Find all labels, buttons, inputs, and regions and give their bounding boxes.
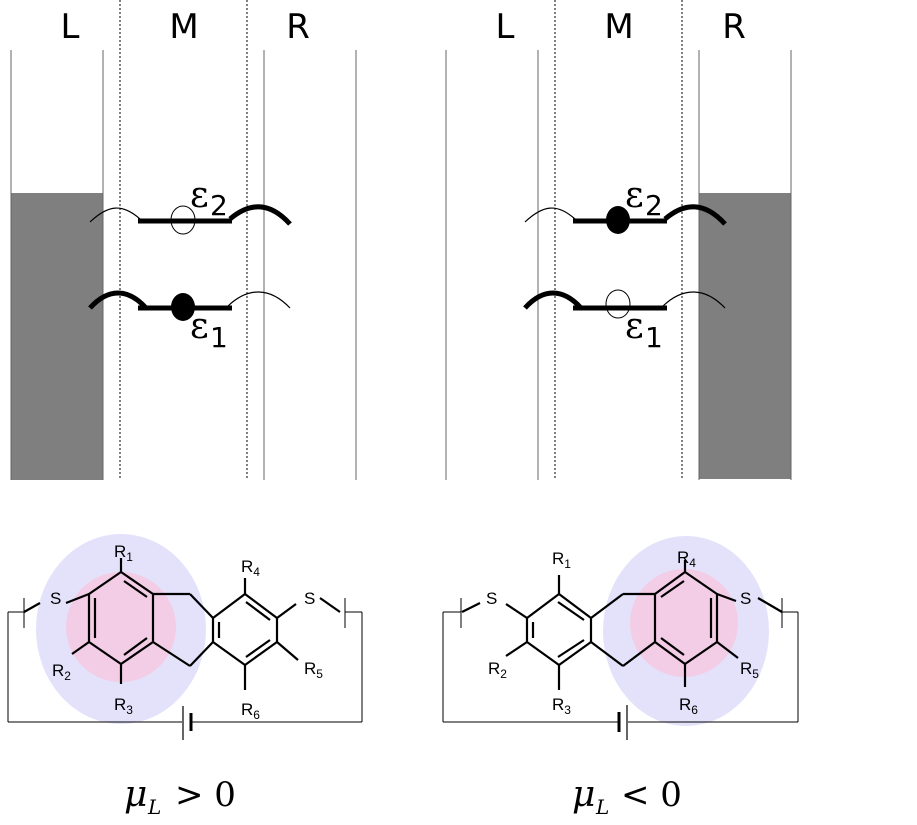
broadening-curve — [228, 204, 292, 226]
left-lead-filled — [11, 193, 103, 480]
molecule-circuit-left: S S R1 R2 R3 R4 R5 R6 — [7, 534, 363, 740]
epsilon-2-subscript: 2 — [210, 189, 228, 222]
epsilon-1-subscript: 1 — [645, 321, 663, 354]
broadening-curve — [523, 290, 583, 310]
broadening-curve — [227, 291, 291, 309]
region-label-l: L — [61, 7, 80, 47]
sulfur-label: S — [486, 589, 497, 608]
region-label-l: L — [496, 7, 515, 47]
region-label-m: M — [169, 7, 198, 47]
substituent-r2: R2 — [52, 661, 71, 683]
sulfur-label: S — [740, 589, 751, 608]
condition-left: μ L > 0 — [124, 774, 236, 819]
mu-subscript: L — [147, 795, 161, 819]
energy-panel-right: L M R ε 2 ε 1 — [445, 0, 792, 480]
substituent-r4: R4 — [241, 557, 260, 579]
substituent-r5: R5 — [304, 659, 323, 681]
circuit-wire — [7, 598, 363, 723]
epsilon-1-symbol: ε — [625, 306, 644, 347]
epsilon-2-symbol: ε — [190, 175, 209, 216]
broadening-curve — [524, 207, 576, 223]
substituent-r4: R4 — [677, 548, 696, 570]
glow-inner — [66, 572, 176, 682]
molecule-skeleton — [461, 560, 783, 690]
broadening-curve — [89, 207, 141, 223]
epsilon-2-symbol: ε — [625, 175, 644, 216]
region-label-r: R — [722, 7, 746, 47]
mu-subscript: L — [595, 795, 609, 819]
substituent-r5: R5 — [740, 659, 759, 681]
filled-state-dot — [171, 293, 195, 321]
substituent-r3: R3 — [114, 695, 133, 717]
filled-state-dot — [606, 206, 630, 234]
broadening-curve — [88, 290, 148, 310]
sulfur-label: S — [50, 589, 61, 608]
substituent-r6: R6 — [679, 695, 698, 717]
broadening-curve — [662, 291, 726, 309]
glow-inner — [630, 569, 738, 677]
empty-state-circle — [605, 289, 631, 319]
epsilon-1-symbol: ε — [190, 306, 209, 347]
condition-right: μ L < 0 — [572, 774, 682, 819]
substituent-r1: R1 — [552, 549, 571, 571]
empty-state-circle — [170, 205, 196, 235]
molecule-circuit-right: S S R1 R2 R3 R4 R5 R6 — [442, 536, 799, 740]
substituent-r3: R3 — [552, 695, 571, 717]
region-label-m: M — [604, 7, 633, 47]
right-lead-filled — [699, 193, 791, 479]
broadening-curve — [663, 204, 727, 226]
region-label-r: R — [286, 7, 310, 47]
energy-panel-left: L M R ε 2 ε 1 — [10, 0, 357, 480]
mu-symbol: μ — [572, 774, 595, 815]
sulfur-label: S — [304, 589, 315, 608]
mu-symbol: μ — [124, 774, 147, 815]
condition-relation: < 0 — [621, 775, 682, 815]
substituent-r2: R2 — [488, 659, 507, 681]
substituent-r6: R6 — [241, 700, 260, 722]
condition-relation: > 0 — [175, 775, 236, 815]
epsilon-1-subscript: 1 — [210, 321, 228, 354]
epsilon-2-subscript: 2 — [645, 189, 663, 222]
circuit-wire — [442, 598, 799, 723]
substituent-r1: R1 — [114, 542, 133, 564]
molecule-skeleton — [23, 558, 341, 690]
